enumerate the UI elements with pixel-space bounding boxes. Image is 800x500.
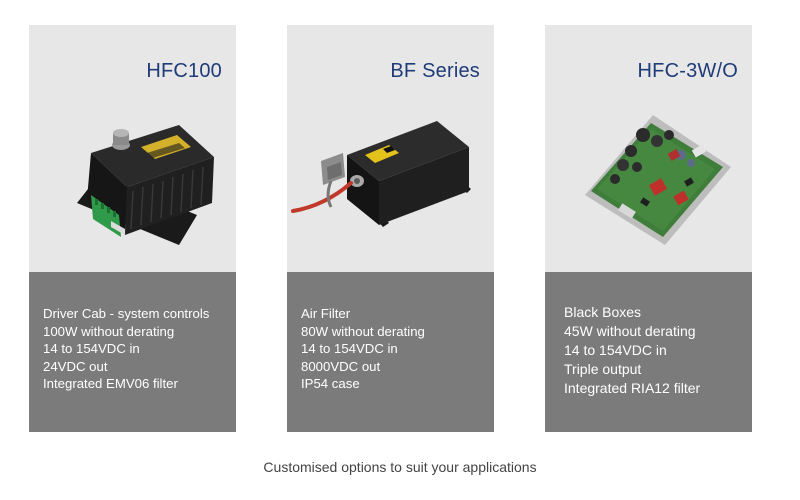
product-card-hfc-3wo: HFC-3W/O: [545, 25, 752, 432]
spec-line: 24VDC out: [43, 358, 108, 374]
spec-line: 45W without derating: [564, 323, 696, 339]
product-card-bf-series: BF Series: [287, 25, 494, 432]
card-image-panel: BF Series: [287, 25, 494, 272]
card-description-panel: Driver Cab - system controls 100W withou…: [29, 272, 236, 432]
card-image-panel: HFC-3W/O: [545, 25, 752, 272]
spec-list: Driver Cab - system controls 100W withou…: [43, 305, 209, 393]
caption-text: Customised options to suit your applicat…: [263, 459, 537, 475]
bf-series-product-image: [291, 121, 471, 227]
card-description-panel: Black Boxes 45W without derating 14 to 1…: [545, 272, 752, 432]
hfc-3wo-product-image: [585, 115, 731, 245]
spec-line: 100W without derating: [43, 323, 175, 339]
spec-line: 14 to 154VDC in: [43, 341, 140, 356]
spec-line: 80W without derating: [301, 323, 425, 339]
spec-list: Black Boxes 45W without derating 14 to 1…: [564, 303, 700, 398]
spec-list: Air Filter 80W without derating 14 to 15…: [301, 305, 425, 393]
hfc100-product-image: [77, 125, 214, 245]
spec-line: Driver Cab - system controls: [43, 306, 210, 321]
product-title: HFC100: [146, 60, 222, 82]
spec-line: 14 to 154VDC in: [301, 341, 398, 356]
card-description-panel: Air Filter 80W without derating 14 to 15…: [287, 272, 494, 432]
product-card-hfc100: HFC100: [29, 25, 236, 432]
spec-line: Integrated EMV06 filter: [43, 376, 178, 391]
product-title: BF Series: [390, 60, 480, 82]
card-image-panel: HFC100: [29, 25, 236, 272]
spec-line: Black Boxes: [564, 304, 642, 320]
spec-line: Triple output: [564, 361, 642, 377]
spec-line: 14 to 154VDC in: [564, 342, 667, 358]
spec-line: 8000VDC out: [301, 358, 381, 374]
spec-line: IP54 case: [301, 376, 360, 391]
spec-line: Integrated RIA12 filter: [564, 380, 701, 396]
spec-line: Air Filter: [301, 306, 351, 321]
product-title: HFC-3W/O: [637, 60, 738, 82]
